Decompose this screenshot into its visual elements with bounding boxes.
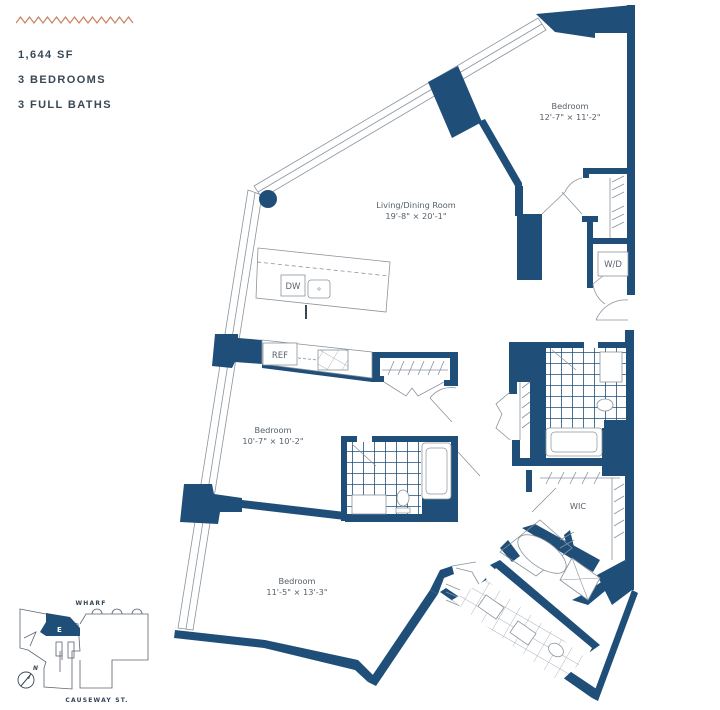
svg-text:11'-5" × 13'-3": 11'-5" × 13'-3" — [266, 587, 327, 597]
vanity — [599, 351, 623, 383]
svg-text:Living/Dining Room: Living/Dining Room — [376, 200, 455, 210]
svg-text:Bedroom: Bedroom — [278, 576, 315, 586]
kitchen: DW REF — [255, 247, 391, 379]
washer-dryer — [597, 251, 629, 277]
master-bathroom — [452, 519, 601, 682]
refrigerator — [262, 342, 298, 366]
toilet — [396, 489, 410, 507]
dishwasher-label: DW — [286, 282, 302, 292]
decorative-wave-divider — [16, 16, 134, 24]
key-plan-wharf-label: WHARF — [75, 600, 106, 607]
svg-text:10'-7" × 10'-2": 10'-7" × 10'-2" — [242, 436, 303, 446]
room-living-dining: Living/Dining Room 19'-8" × 20'-1" — [376, 200, 455, 221]
toilet — [548, 642, 564, 658]
north-arrow-icon: N — [17, 665, 38, 689]
dishwasher — [280, 274, 306, 297]
vanity — [477, 594, 505, 620]
svg-text:Bedroom: Bedroom — [254, 425, 291, 435]
bath-count: 3 FULL BATHS — [18, 99, 113, 111]
room-bedroom-3: Bedroom 11'-5" × 13'-3" — [266, 576, 327, 597]
key-plan: WHARF CAUSEWAY ST. E N — [17, 600, 149, 704]
square-footage: 1,644 SF — [18, 49, 74, 61]
room-walk-in-closet: WIC — [570, 501, 587, 511]
unit-summary: 1,644 SF 3 BEDROOMS 3 FULL BATHS — [18, 48, 112, 123]
bathtub — [545, 427, 603, 457]
toilet — [596, 398, 614, 412]
refrigerator-label: REF — [272, 351, 288, 361]
sink — [307, 279, 331, 299]
vanity — [351, 494, 387, 515]
svg-text:N: N — [33, 665, 38, 672]
room-bedroom-1: Bedroom 12'-7" × 11'-2" — [539, 101, 600, 122]
closet-shelving — [382, 175, 625, 607]
room-bedroom-2: Bedroom 10'-7" × 10'-2" — [242, 425, 303, 446]
key-plan-unit-highlight — [40, 613, 80, 636]
window-wall — [177, 17, 547, 631]
bathtub — [421, 442, 452, 500]
bedroom-count: 3 BEDROOMS — [18, 74, 106, 86]
svg-text:19'-8" × 20'-1": 19'-8" × 20'-1" — [385, 211, 446, 221]
cooktop — [317, 349, 349, 371]
svg-text:12'-7" × 11'-2": 12'-7" × 11'-2" — [539, 112, 600, 122]
vanity — [509, 620, 537, 646]
key-plan-street-label: CAUSEWAY ST. — [65, 697, 128, 704]
key-plan-unit-label: E — [57, 626, 62, 634]
bathroom-2 — [347, 442, 452, 515]
svg-text:Bedroom: Bedroom — [551, 101, 588, 111]
washer-dryer-label: W/D — [604, 260, 622, 270]
bathroom-1 — [545, 348, 626, 457]
soaking-tub — [517, 534, 567, 574]
